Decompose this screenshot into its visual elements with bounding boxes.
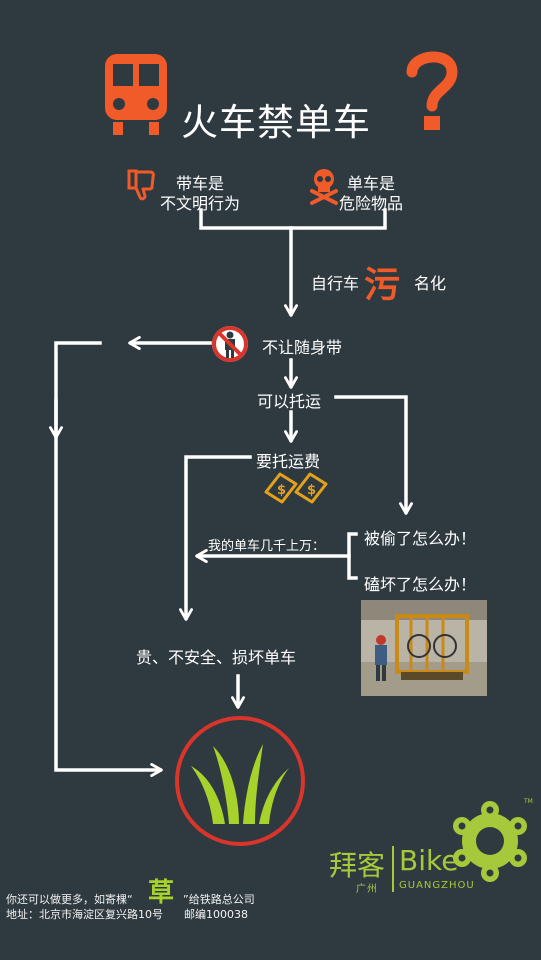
reasons-bracket [199, 208, 387, 230]
grass-icon [175, 716, 305, 846]
stigma-label-before: 自行车 [311, 274, 360, 293]
thumbs-down-icon [127, 169, 155, 201]
reason-left-line1: 带车是 [176, 174, 225, 193]
bike-cargo-photo [361, 600, 487, 696]
reason-left-line2: 不文明行为 [160, 194, 241, 213]
footer-address: 地址：北京市海淀区复兴路10号 邮编100038 [6, 908, 248, 921]
worry-stolen: 被偷了怎么办！ [364, 529, 477, 548]
worry-damaged: 磕坏了怎么办！ [364, 575, 477, 594]
left-bypass-line [54, 341, 163, 777]
question-mark-icon [406, 51, 458, 130]
bike-chain-logo-icon [453, 801, 527, 882]
step-can-ship: 可以托运 [257, 392, 322, 411]
step-result: 贵、不安全、损坏单车 [136, 648, 297, 667]
arrow-pay-to-result [179, 455, 252, 621]
brand-city-en: GUANGZHOU [399, 880, 475, 891]
footer-line1-after: ”给铁路总公司 [183, 893, 255, 906]
stigma-label-mark: 污 [364, 265, 401, 306]
brand-city-cn: 广州 [356, 884, 378, 895]
no-person-icon [212, 326, 248, 362]
brand-tm: TM [524, 798, 533, 805]
svg-text:$: $ [277, 483, 286, 498]
reason-right-line1: 单车是 [347, 174, 396, 193]
skull-crossbones-icon [310, 169, 338, 205]
step-pay-ship: 要托运费 [256, 452, 321, 471]
money-icon: $ $ [264, 472, 328, 504]
train-icon [105, 54, 167, 135]
footer-line1-before: 你还可以做更多，如寄棵“ [6, 893, 133, 906]
stigma-label-after: 名化 [414, 274, 447, 293]
footer-grass-char: 草 [148, 878, 175, 908]
arrow-to-worries [334, 395, 413, 515]
brand-name-cn: 拜客 [329, 849, 386, 882]
brand-divider [392, 846, 394, 892]
page-title: 火车禁单车 [181, 101, 371, 144]
worth-note: 我的单车几千上万： [208, 539, 326, 554]
svg-text:$: $ [307, 483, 316, 498]
reason-right-line2: 危险物品 [339, 194, 404, 213]
step-no-carry: 不让随身带 [262, 338, 343, 357]
brand-name-en: Bike [399, 844, 459, 877]
